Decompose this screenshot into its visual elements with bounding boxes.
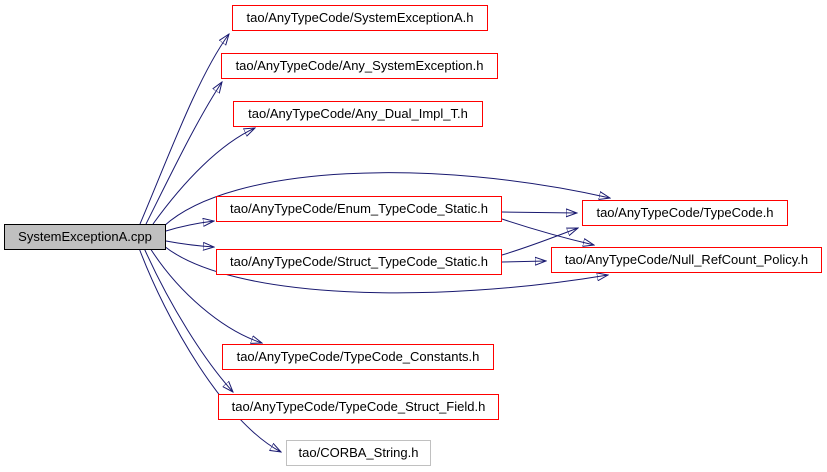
node-any-systemexception-h[interactable]: tao/AnyTypeCode/Any_SystemException.h bbox=[221, 53, 498, 79]
edge-enum-to-typecode-h bbox=[501, 212, 577, 213]
node-systemexceptiona-h[interactable]: tao/AnyTypeCode/SystemExceptionA.h bbox=[232, 5, 488, 31]
edge-cpp-to-typecode-h bbox=[163, 172, 610, 227]
edge-cpp-to-corba-string-h bbox=[138, 247, 281, 452]
edge-cpp-to-any-dual-impl-t-h bbox=[152, 128, 255, 225]
edge-cpp-to-any-systemexception-h bbox=[145, 82, 222, 225]
edge-struct-to-null-refcount-policy-h bbox=[501, 261, 546, 262]
node-any-dual-impl-t-h[interactable]: tao/AnyTypeCode/Any_Dual_Impl_T.h bbox=[233, 101, 483, 127]
node-corba-string-h: tao/CORBA_String.h bbox=[286, 440, 431, 466]
node-typecode-constants-h[interactable]: tao/AnyTypeCode/TypeCode_Constants.h bbox=[222, 344, 494, 370]
node-null-refcount-policy-h[interactable]: tao/AnyTypeCode/Null_RefCount_Policy.h bbox=[551, 247, 822, 273]
edge-enum-to-null-refcount-policy-h bbox=[501, 218, 594, 245]
edge-cpp-to-typecode-struct-field-h bbox=[143, 247, 233, 392]
node-typecode-struct-field-h[interactable]: tao/AnyTypeCode/TypeCode_Struct_Field.h bbox=[218, 394, 499, 420]
node-typecode-h[interactable]: tao/AnyTypeCode/TypeCode.h bbox=[582, 200, 788, 226]
edge-cpp-to-enum-typecode-static-h bbox=[165, 221, 214, 232]
node-struct-typecode-static-h[interactable]: tao/AnyTypeCode/Struct_TypeCode_Static.h bbox=[216, 249, 502, 275]
edge-struct-to-typecode-h bbox=[501, 228, 578, 256]
edge-cpp-to-systemexceptiona-h bbox=[139, 34, 229, 225]
edge-cpp-to-struct-typecode-static-h bbox=[165, 240, 214, 247]
edge-cpp-to-null-refcount-policy-h bbox=[163, 245, 608, 294]
node-systemexceptiona-cpp: SystemExceptionA.cpp bbox=[4, 224, 166, 250]
edge-cpp-to-typecode-constants-h bbox=[149, 247, 262, 343]
node-enum-typecode-static-h[interactable]: tao/AnyTypeCode/Enum_TypeCode_Static.h bbox=[216, 196, 502, 222]
